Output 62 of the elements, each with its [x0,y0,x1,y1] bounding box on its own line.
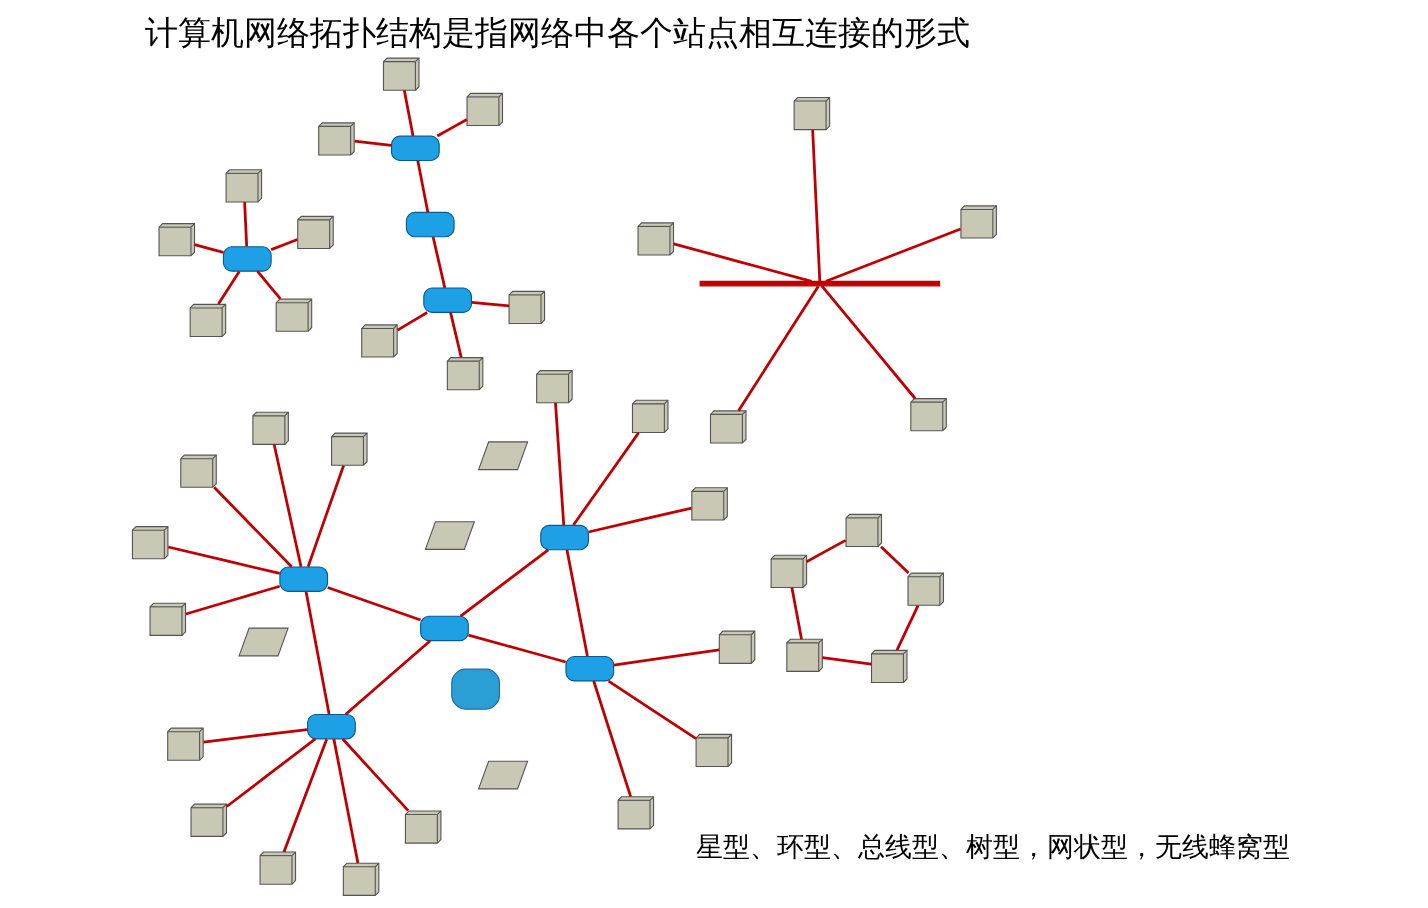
connector [449,312,463,358]
node-access-point [451,668,500,710]
connector [459,548,550,618]
connector [416,160,430,213]
connector [565,549,589,657]
connector [805,539,847,563]
connector [607,679,697,740]
connector [225,737,317,808]
connector [554,402,566,526]
connector [572,432,640,526]
connector [402,90,415,137]
connector [790,587,803,640]
connector [592,680,632,798]
connector [256,270,282,300]
node-switch [540,524,589,551]
node-laptop [424,521,476,550]
connector [436,118,468,138]
connector [306,464,345,568]
connector [354,139,392,147]
connector [243,202,249,247]
connector [213,486,293,568]
connector [431,236,447,289]
node-switch [279,566,329,592]
node-laptop [477,760,529,790]
connector [194,243,224,254]
connector [880,545,910,574]
connector [282,738,328,853]
connector [822,656,872,666]
connector [304,591,331,715]
node-laptop [477,441,529,471]
node-switch [405,211,455,238]
node-switch [423,287,473,313]
connector [396,311,428,332]
connector [272,444,303,568]
connector [737,285,820,412]
node-switch [565,655,615,682]
connector [185,584,281,616]
connector [613,648,720,667]
connector [673,242,812,283]
connector [167,545,281,575]
connector [332,738,360,864]
node-switch [222,246,272,272]
node-switch [420,615,469,642]
connector [811,129,822,282]
label: 星型、环型、总线型、树型，网状型，无线蜂窝型 [696,830,1291,862]
connector [217,270,241,305]
connector [344,639,432,716]
connector [468,633,567,664]
node-bar [699,280,941,287]
node-switch [307,713,356,740]
connector [588,506,692,534]
node-laptop [238,627,289,657]
connector [327,586,422,622]
diagram-title: 计算机网络拓扑结构是指网络中各个站点相互连接的形式 [145,12,971,52]
connector [825,227,962,283]
connector [203,728,308,744]
connector [471,301,510,308]
node-switch [391,135,440,162]
connector [820,285,917,400]
connector [270,238,298,251]
connector [895,604,920,651]
connector [341,738,410,812]
